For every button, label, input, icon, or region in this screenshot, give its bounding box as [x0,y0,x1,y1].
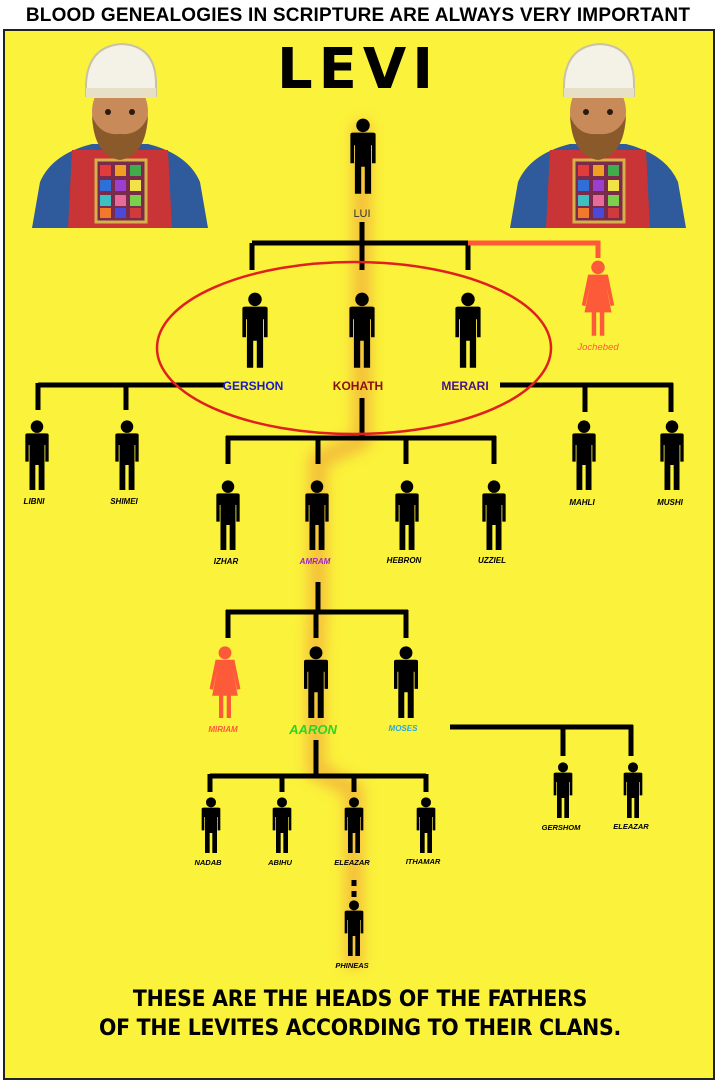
label-uzziel: UZZIEL [478,556,506,565]
male-figure-eleazar-son-of-moses [623,762,643,818]
banner-headline: BLOOD GENEALOGIES IN SCRIPTURE ARE ALWAY… [25,5,691,26]
male-figure-gershon [242,292,268,368]
label-jochebed: Jochebed [577,342,619,353]
male-figure-ithamar [416,797,436,853]
high-priest-illustration [510,42,686,228]
label-abihu: ABIHU [268,858,292,867]
label-moses: MOSES [388,724,418,733]
male-figure-hebron [395,480,419,550]
label-merari: MERARI [441,379,489,393]
label-kohath: KOHATH [332,379,384,393]
footer-line-1: THESE ARE THE HEADS OF THE FATHERS [132,987,588,1012]
lineage-connectors [35,222,674,900]
label-amram: AMRAM [299,557,331,566]
male-figure-mahli [572,420,596,490]
label-mushi: MUSHI [657,498,683,507]
label-hebron: HEBRON [386,556,422,565]
label-eleazar: ELEAZAR [334,858,370,867]
footer-line-2: OF THE LEVITES ACCORDING TO THEIR CLANS. [99,1016,621,1041]
male-figure-izhar [216,480,240,550]
male-figure-shimei [115,420,139,490]
label-shimei: SHIMEI [110,497,138,506]
high-priest-illustration [32,42,208,228]
label-eleazar-son-of-moses: ELEAZAR [613,822,649,831]
male-figure-uzziel [482,480,506,550]
label-libni: LIBNI [23,497,45,506]
label-phineas: PHINEAS [335,961,369,970]
label-aaron: AARON [289,722,337,737]
label-nadab: NADAB [194,858,222,867]
footer-caption: THESE ARE THE HEADS OF THE FATHERS OF TH… [81,985,639,1043]
label-gershon: GERSHON [222,379,284,393]
label-lui: LUI [353,208,371,220]
label-gershom: GERSHOM [541,823,581,832]
male-figure-moses [394,646,418,718]
male-figure-gershom [553,762,573,818]
label-ithamar: ITHAMAR [405,857,441,866]
male-figure-mushi [660,420,684,490]
female-figure-jochebed [581,260,615,336]
priest-figure [510,42,686,228]
male-figure-merari [455,292,481,368]
priest-figure [32,42,208,228]
label-miriam: MIRIAM [208,725,238,734]
female-figure-miriam [209,646,241,718]
jochebed-connector [468,240,601,258]
sons-of-levi-circle [155,260,553,436]
page-title: LEVI [276,37,440,102]
label-mahli: MAHLI [569,498,595,507]
label-izhar: IZHAR [213,557,239,566]
male-figure-libni [25,420,49,490]
male-figure-abihu [272,797,292,853]
male-figure-nadab [201,797,221,853]
